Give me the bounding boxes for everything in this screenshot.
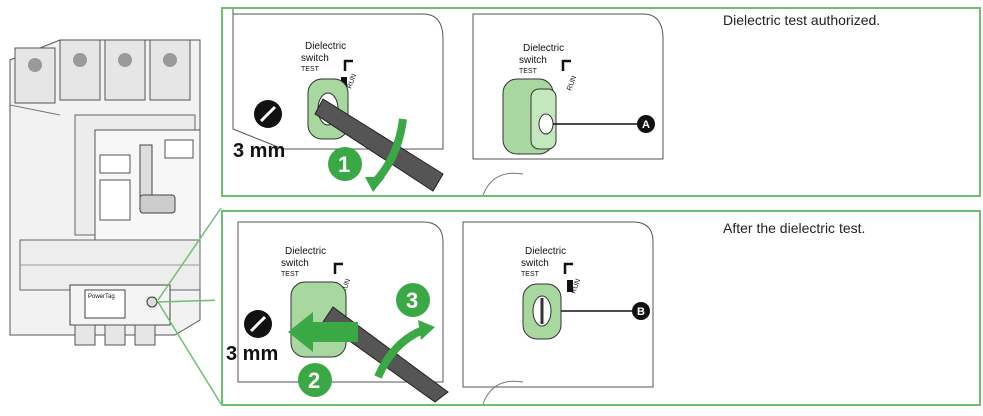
step-2-number: 2 [308,368,320,393]
switch-label-dielectric: Dielectric [523,43,564,54]
caption-dielectric-test-authorized: Dielectric test authorized. [723,12,881,28]
tool-size-label: 3 mm [226,343,278,365]
panel-after-dielectric-test: Dielectric switch TEST RUN 2 3 3 mm Diel… [221,210,981,406]
connector-lines [157,207,222,405]
powertag-label: PowerTag [88,294,115,300]
step-3-number: 3 [406,288,418,313]
switch-run-position-illustration: Dielectric switch TEST RUN B [462,221,654,404]
return-arrow-icon [343,59,353,71]
return-arrow-icon [563,262,573,274]
caption-after-dielectric-test: After the dielectric test. [723,220,866,236]
callout-b-label: B [637,306,645,318]
switch-label-switch: switch [519,55,547,66]
switch-label-run: RUN [340,278,352,295]
switch-label-dielectric: Dielectric [285,246,326,257]
circuit-breaker-illustration: PowerTag [9,39,215,346]
rotation-arrow-icon [374,326,425,379]
switch-label-dielectric: Dielectric [525,246,566,257]
step-1-illustration: Dielectric switch TEST RUN 1 3 mm [232,9,444,192]
panel-dielectric-test-authorized: Dielectric switch TEST RUN 1 3 mm Dielec… [221,7,981,197]
switch-label-test: TEST [301,66,320,73]
callout-a-label: A [642,119,650,131]
steps-2-3-illustration: Dielectric switch TEST RUN 2 3 3 mm [226,221,449,403]
tool-size-label: 3 mm [233,140,285,162]
switch-label-dielectric: Dielectric [305,41,346,52]
step-1-number: 1 [338,152,350,177]
step-3-badge [396,283,430,317]
return-arrow-icon [333,262,343,274]
switch-label-test: TEST [281,271,300,278]
return-arrow-icon [561,59,571,71]
callout-b-badge [632,302,650,320]
switch-label-switch: switch [281,258,309,269]
step-2-badge [298,363,332,397]
switch-label-run: RUN [566,75,578,92]
switch-label-test: TEST [519,68,538,75]
switch-label-switch: switch [301,53,329,64]
switch-label-run: RUN [570,278,582,295]
callout-a-badge [637,115,655,133]
switch-label-run: RUN [346,73,358,90]
step-1-badge [328,147,362,181]
switch-test-position-illustration: Dielectric switch TEST RUN A [472,13,664,195]
switch-label-switch: switch [521,258,549,269]
pull-arrow-icon [288,312,358,352]
switch-label-test: TEST [521,271,540,278]
